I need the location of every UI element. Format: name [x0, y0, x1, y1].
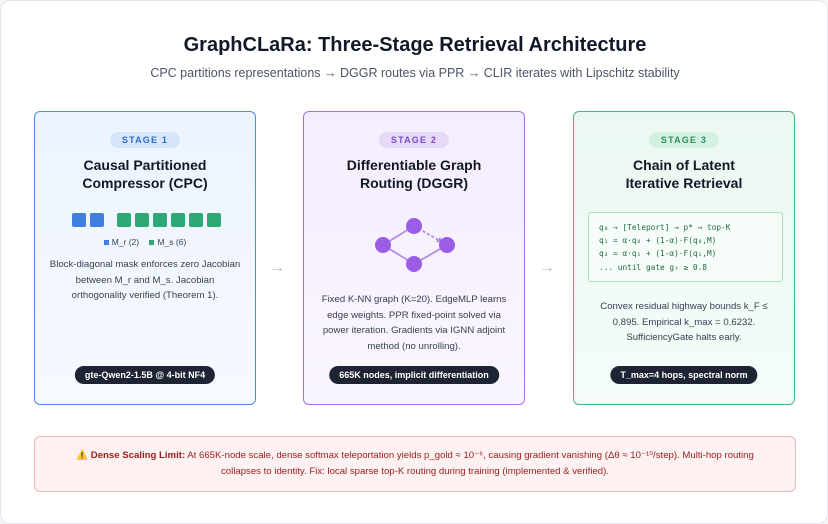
- stage-title-line1: Chain of Latent: [633, 157, 735, 173]
- legend-label-s: M_s (6): [157, 237, 187, 247]
- stage-title: Differentiable Graph Routing (DGGR): [314, 156, 514, 192]
- stage-title: Causal Partitioned Compressor (CPC): [45, 156, 245, 192]
- stage-badge: STAGE 3: [648, 132, 720, 148]
- stage-card-clir: STAGE 3 Chain of Latent Iterative Retrie…: [573, 111, 795, 405]
- warning-label: Dense Scaling Limit:: [90, 450, 186, 461]
- stage-card-cpc: STAGE 1 Causal Partitioned Compressor (C…: [34, 111, 256, 405]
- flow-arrow: →: [269, 259, 285, 276]
- iteration-code-block: q₀ → [Teleport] → p* → top-K q₁ = α·q₀ + …: [588, 212, 783, 282]
- legend-label-r: M_r (2): [111, 237, 140, 247]
- legend-swatch-s: [149, 240, 155, 246]
- memory-block-s: [117, 213, 131, 227]
- memory-block-s: [153, 213, 167, 227]
- page-subtitle: CPC partitions representations → DGGR ro…: [150, 66, 680, 80]
- memory-block-r: [72, 213, 86, 227]
- memory-block-s: [207, 213, 221, 227]
- memory-block-s: [189, 213, 203, 227]
- graph-node: [375, 237, 391, 253]
- stage-title-line1: Causal Partitioned: [83, 157, 207, 173]
- code-line: q₂ = α·q₁ + (1-α)·F(q₁,M): [599, 249, 717, 259]
- graph-node: [406, 256, 422, 272]
- stage-description: Fixed K-NN graph (K=20). EdgeMLP learns …: [321, 294, 507, 352]
- stage-title: Chain of Latent Iterative Retrieval: [584, 156, 784, 192]
- stage-pill: T_max=4 hops, spectral norm: [610, 366, 758, 384]
- warning-text: At 665K-node scale, dense softmax telepo…: [185, 450, 754, 477]
- code-line: q₁ = α·q₀ + (1-α)·F(q₀,M): [599, 236, 717, 246]
- code-line: q₀ → [Teleport] → p* → top-K: [599, 223, 731, 232]
- stage-title-line1: Differentiable Graph: [346, 157, 482, 173]
- stage-description: Convex residual highway bounds k_F ≤ 0.8…: [600, 301, 768, 343]
- stage-badge: STAGE 1: [109, 132, 181, 148]
- stage-description: Block-diagonal mask enforces zero Jacobi…: [49, 259, 241, 301]
- stage-card-dggr: STAGE 2 Differentiable Graph Routing (DG…: [303, 111, 525, 405]
- legend-swatch-r: [103, 240, 109, 246]
- graph-node: [439, 237, 455, 253]
- warning-icon: ⚠️: [76, 450, 89, 461]
- graph-node: [406, 218, 422, 234]
- memory-block-s: [171, 213, 185, 227]
- stage-badge: STAGE 2: [378, 132, 450, 148]
- stage-pill: 665K nodes, implicit differentiation: [329, 366, 499, 384]
- stage-title-line2: Routing (DGGR): [359, 175, 469, 191]
- memory-block-s: [135, 213, 149, 227]
- stage-title-line2: Compressor (CPC): [82, 175, 208, 191]
- warning-banner: ⚠️ Dense Scaling Limit: At 665K-node sca…: [34, 436, 796, 492]
- memory-legend: M_r (2) M_s (6): [35, 237, 255, 247]
- memory-block-r: [90, 213, 104, 227]
- stage-title-line2: Iterative Retrieval: [625, 175, 743, 191]
- stage-pill: gte-Qwen2-1.5B @ 4-bit NF4: [74, 366, 216, 384]
- code-line: ... until gate gₜ ≥ 0.8: [599, 262, 707, 272]
- flow-arrow: →: [539, 259, 555, 276]
- graph-icon: [375, 218, 455, 272]
- page-title: GraphCLaRa: Three-Stage Retrieval Archit…: [183, 34, 647, 56]
